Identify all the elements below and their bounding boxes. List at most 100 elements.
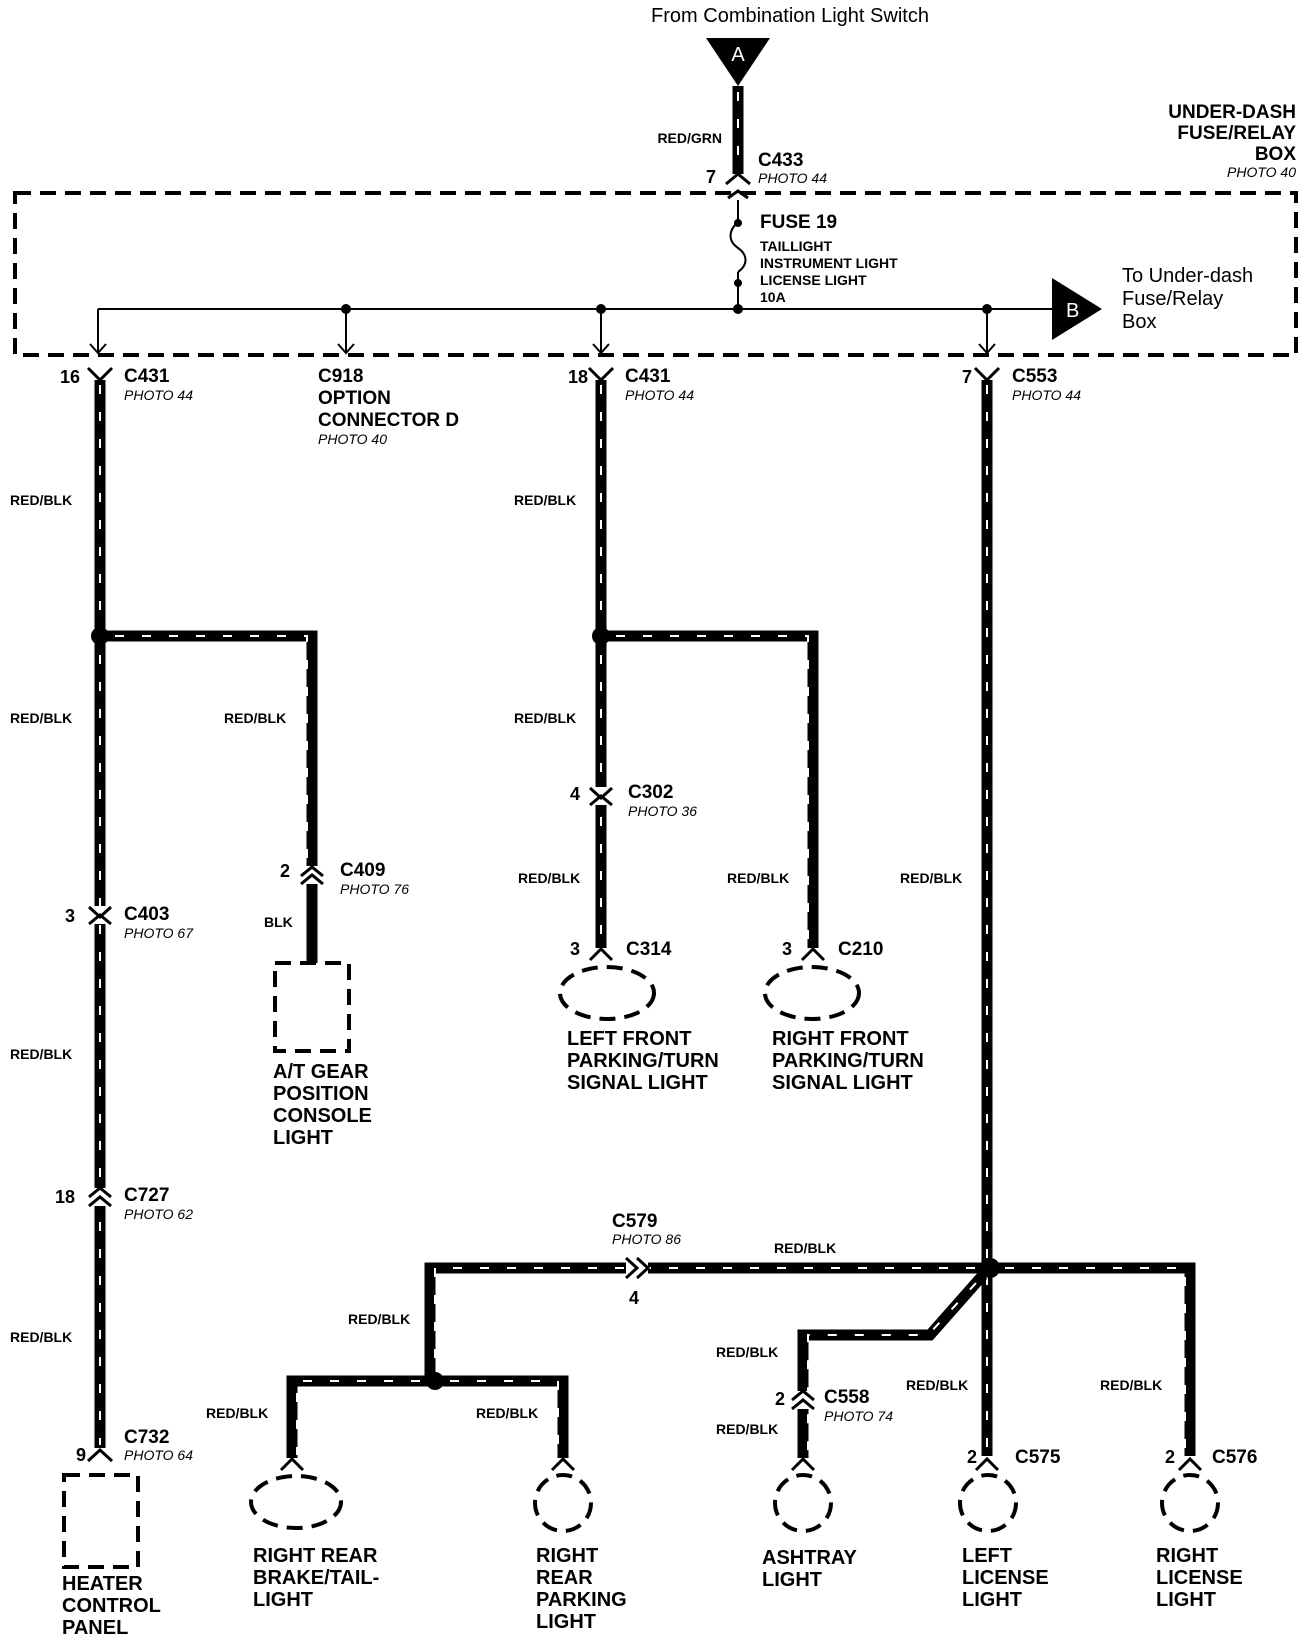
- wire-right-license: [990, 1262, 1196, 1456]
- wire-ashtray: [797, 1271, 988, 1458]
- right-rear-parking-label-2: REAR: [536, 1567, 593, 1589]
- c579-pin: 4: [629, 1288, 639, 1308]
- wire-label-mid-3: RED/BLK: [518, 870, 580, 886]
- c732-photo: PHOTO 64: [124, 1447, 193, 1463]
- wire-label-red-grn: RED/GRN: [657, 130, 722, 146]
- fuse-circuit-taillight: TAILLIGHT: [760, 238, 833, 254]
- c918-line-3: CONNECTOR D: [318, 410, 459, 431]
- right-license-light: [1160, 1473, 1220, 1533]
- right-rear-parking-label-4: LIGHT: [536, 1611, 596, 1633]
- ashtray-light: [773, 1473, 833, 1533]
- c558-connector-bottom: [791, 1398, 815, 1411]
- source-a-letter: A: [731, 44, 745, 66]
- source-label: From Combination Light Switch: [651, 5, 929, 27]
- c431-left-pin: 16: [60, 367, 80, 387]
- fuse-circuit-license: LICENSE LIGHT: [760, 272, 867, 288]
- c727-pin: 18: [55, 1187, 75, 1207]
- at-gear-light-label-4: LIGHT: [273, 1127, 333, 1149]
- wire-at-branch-stripe: [115, 635, 308, 866]
- c727-connector-bottom: [88, 1195, 112, 1208]
- fuse-circuit-instrument: INSTRUMENT LIGHT: [760, 255, 898, 271]
- at-gear-light-box: [273, 961, 351, 1053]
- bus-drop-c918: [337, 309, 355, 355]
- c553-name: C553: [1012, 366, 1057, 387]
- c579-name: C579: [612, 1211, 657, 1232]
- fuse-19-symbol: [729, 200, 747, 307]
- heater-control-panel-label-3: PANEL: [62, 1617, 128, 1639]
- ashtray-light-label-1: ASHTRAY: [762, 1547, 857, 1569]
- c433-connector-lower: [727, 189, 749, 200]
- c210-connector: [800, 946, 826, 962]
- c302-photo: PHOTO 36: [628, 803, 697, 819]
- c431-left-photo: PHOTO 44: [124, 387, 193, 403]
- wire-label-mid-1: RED/BLK: [514, 492, 576, 508]
- c409-connector-top: [300, 865, 324, 878]
- c918-photo: PHOTO 40: [318, 431, 387, 447]
- c727-name: C727: [124, 1185, 169, 1206]
- c302-connector-top: [588, 786, 614, 801]
- c553-connector: [973, 366, 1001, 383]
- exit-b-letter: B: [1066, 300, 1079, 322]
- left-license-label-3: LIGHT: [962, 1589, 1022, 1611]
- left-front-parking-light: [558, 965, 656, 1021]
- rr-brake-connector: [279, 1456, 305, 1472]
- c558-photo: PHOTO 74: [824, 1408, 893, 1424]
- c409-photo: PHOTO 76: [340, 881, 409, 897]
- rr-parking-connector: [550, 1456, 576, 1472]
- c576-pin: 2: [1165, 1447, 1175, 1467]
- left-license-label-1: LEFT: [962, 1545, 1012, 1567]
- c575-connector: [974, 1456, 1000, 1472]
- exit-label-3: Box: [1122, 311, 1156, 333]
- c403-connector-bottom: [88, 913, 112, 926]
- c403-photo: PHOTO 67: [124, 925, 194, 941]
- wire-label-left-2: RED/BLK: [10, 710, 72, 726]
- wire-label-rf-branch: RED/BLK: [727, 870, 789, 886]
- left-front-parking-label-1: LEFT FRONT: [567, 1028, 691, 1050]
- at-gear-light-label-2: POSITION: [273, 1083, 369, 1105]
- wire-label-rr-parking: RED/BLK: [476, 1405, 538, 1421]
- c553-photo: PHOTO 44: [1012, 387, 1081, 403]
- right-front-parking-label-2: PARKING/TURN: [772, 1050, 924, 1072]
- wire-label-rr-brake: RED/BLK: [206, 1405, 268, 1421]
- wire-label-left-3: RED/BLK: [10, 1046, 72, 1062]
- wire-label-at-blk: BLK: [264, 914, 293, 930]
- c558-pin: 2: [775, 1389, 785, 1409]
- c576-name: C576: [1212, 1447, 1257, 1468]
- bus-drop-mid: [592, 309, 610, 355]
- wire-rf-branch-stripe: [616, 635, 809, 945]
- c302-pin: 4: [570, 784, 580, 804]
- c575-pin: 2: [967, 1447, 977, 1467]
- right-front-parking-light: [763, 965, 861, 1021]
- fuse-terminal-bottom: [734, 279, 742, 287]
- c732-connector: [86, 1447, 114, 1463]
- right-license-label-3: LIGHT: [1156, 1589, 1216, 1611]
- c302-connector-bottom: [589, 794, 613, 807]
- fuse-rating: 10A: [760, 289, 786, 305]
- right-license-label-2: LICENSE: [1156, 1567, 1243, 1589]
- c403-pin: 3: [65, 906, 75, 926]
- c575-name: C575: [1015, 1447, 1061, 1468]
- c403-name: C403: [124, 904, 169, 925]
- ashtray-light-label-2: LIGHT: [762, 1569, 822, 1591]
- c918-line-1: C918: [318, 366, 363, 387]
- at-gear-light-label-3: CONSOLE: [273, 1105, 372, 1127]
- right-rear-brake-label-2: BRAKE/TAIL-: [253, 1567, 379, 1589]
- c431-left-connector: [86, 366, 114, 383]
- source-a-marker: [706, 38, 770, 86]
- wire-label-ashtray-bottom: RED/BLK: [716, 1421, 778, 1437]
- c579-connector-left: [624, 1256, 640, 1280]
- c732-pin: 9: [76, 1445, 86, 1465]
- c302-name: C302: [628, 782, 673, 803]
- fuse-box-title-2: FUSE/RELAY: [1177, 123, 1296, 144]
- c409-connector-bottom: [300, 873, 324, 886]
- wire-label-right-license: RED/BLK: [1100, 1377, 1162, 1393]
- right-rear-brake-light: [249, 1474, 343, 1530]
- fuse-box-photo: PHOTO 40: [1227, 164, 1296, 180]
- c403-connector-top: [87, 905, 113, 920]
- right-rear-brake-label-1: RIGHT REAR: [253, 1545, 378, 1567]
- exit-label-1: To Under-dash: [1122, 265, 1253, 287]
- at-gear-light-label-1: A/T GEAR: [273, 1061, 369, 1083]
- c314-connector: [588, 946, 614, 962]
- fuse-box-title-1: UNDER-DASH: [1168, 102, 1296, 123]
- fuse-19-name: FUSE 19: [760, 212, 837, 233]
